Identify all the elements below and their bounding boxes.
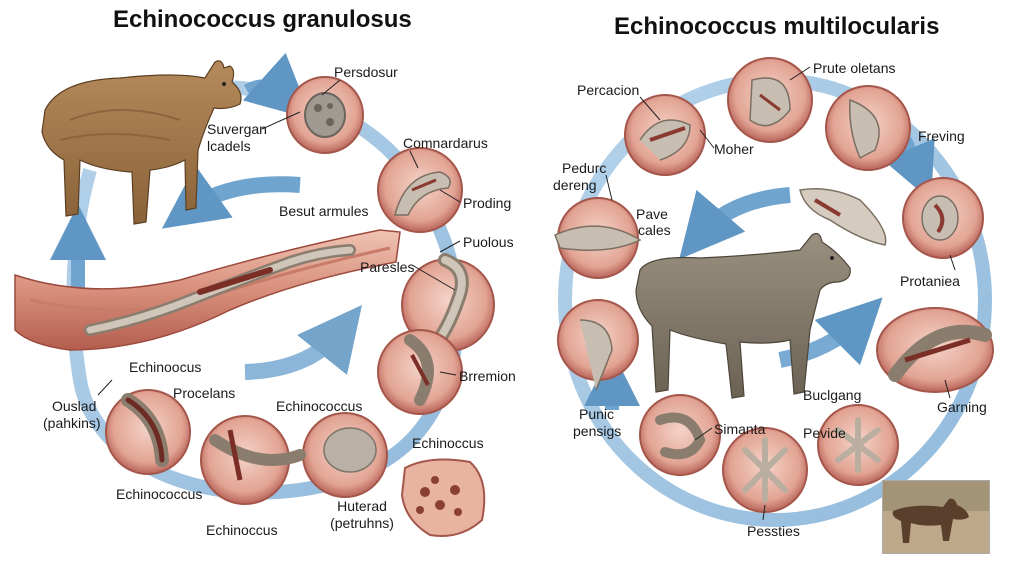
label-protaniea: Protaniea: [900, 273, 960, 289]
right-host-animal: [635, 232, 851, 399]
right-cell-prute-oletans: [727, 57, 813, 143]
label-prute-oletans: Prute oletans: [813, 60, 896, 76]
label-proding: Proding: [463, 195, 512, 211]
label-cales: cales: [638, 222, 671, 238]
right-cell-percacion: [624, 94, 706, 176]
label-procelans: Procelans: [173, 385, 236, 401]
right-cell-pevide: [817, 404, 899, 486]
label-pessties: Pessties: [747, 523, 800, 539]
label-buclgang: Buclgang: [803, 387, 862, 403]
label-echinoocus: Echinoocus: [129, 359, 202, 375]
right-cell-simanta: [639, 394, 721, 476]
left-arrow-top: [242, 52, 312, 120]
label-huterad: Huterad: [337, 498, 387, 514]
right-free-organism: [799, 188, 887, 246]
label-suvergan: Suvergan: [207, 121, 267, 137]
label-pensigs: pensigs: [573, 423, 622, 439]
label-moher: Moher: [714, 141, 754, 157]
right-cell-protaniea: [902, 177, 984, 259]
left-cell-echinoccus: [302, 412, 388, 498]
label-comnardarus: Comnardarus: [403, 135, 488, 151]
right-cell-punic: [557, 299, 639, 391]
left-arrow-lower: [244, 305, 363, 380]
label-simanta: Simanta: [714, 421, 766, 437]
label-pave: Pave: [636, 206, 668, 222]
label-freving: Freving: [918, 128, 965, 144]
right-cell-freving: [825, 85, 911, 171]
left-title: Echinococcus granulosus: [113, 6, 412, 33]
label-petruhns: (petruhns): [330, 515, 394, 531]
label-lcadels: lcadels: [207, 138, 251, 154]
label-echinococcus-mid: Echinococcus: [276, 398, 363, 414]
right-arrow-top: [679, 187, 791, 260]
label-paresles: Paresles: [360, 259, 415, 275]
label-puolous: Puolous: [463, 234, 514, 250]
label-punic: Punic: [579, 406, 615, 422]
label-ouslad: Ouslad: [52, 398, 97, 414]
label-dereng: dereng: [553, 177, 597, 193]
left-tissue-section: [400, 458, 486, 537]
label-garning: Garning: [937, 399, 987, 415]
right-title: Echinococcus multilocularis: [614, 13, 940, 40]
left-cell-brremion: [377, 329, 463, 415]
right-arrow-lower: [778, 297, 883, 368]
label-percacion: Percacion: [577, 82, 640, 98]
right-cell-pave: [554, 197, 642, 279]
label-persdosur: Persdosur: [334, 64, 398, 80]
left-host-animal: [41, 60, 242, 225]
left-cell-comnardarus: [377, 147, 463, 233]
label-pevide: Pevide: [803, 425, 846, 441]
label-echinococcus-bottom: Echinococcus: [116, 486, 203, 502]
left-cell-huterad: [200, 415, 306, 505]
right-cell-pessties: [722, 427, 808, 513]
label-pahkins: (pahkins): [43, 415, 101, 431]
host-photo-inset: [882, 480, 990, 554]
label-echinoccus-bottom: Echinoccus: [206, 522, 278, 538]
label-besut-armules: Besut armules: [279, 203, 369, 219]
right-cell-garning: [876, 307, 994, 393]
label-pedurc: Pedurc: [562, 160, 607, 176]
label-brremion: Brremion: [459, 368, 516, 384]
left-arrow-middle: [161, 165, 301, 229]
label-echinoccus-right: Echinoccus: [412, 435, 484, 451]
right-arrow-right: [883, 137, 935, 201]
left-cell-persdosur: [286, 76, 364, 154]
left-cell-echinococcus-bottom: [105, 389, 191, 475]
